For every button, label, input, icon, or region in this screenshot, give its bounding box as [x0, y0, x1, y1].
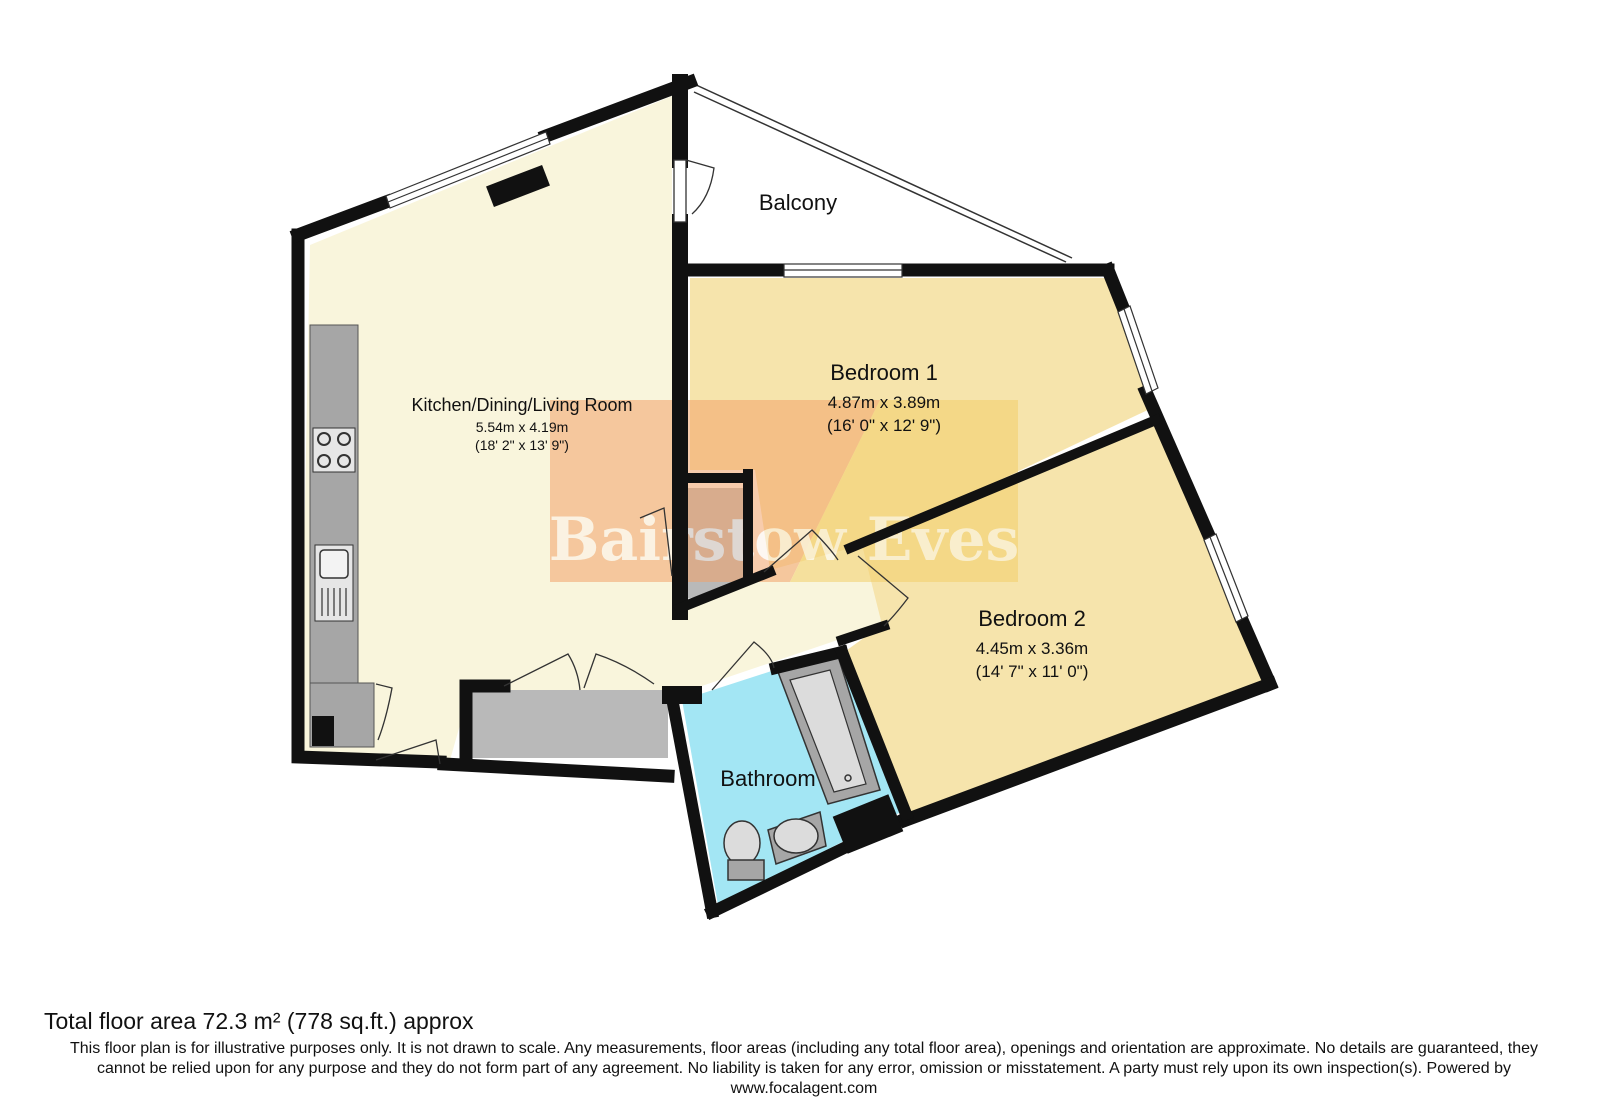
walls	[289, 73, 1279, 921]
bedroom1-imperial: (16' 0" x 12' 9")	[827, 416, 941, 435]
bedroom2-metric: 4.45m x 3.36m	[976, 639, 1088, 658]
bathroom-name: Bathroom	[720, 766, 815, 791]
doors	[375, 159, 909, 765]
sink-icon	[314, 544, 354, 622]
toilet-icon	[723, 820, 765, 881]
hob-icon	[312, 427, 356, 473]
kitchen-worktop	[309, 324, 359, 684]
kitchen-room-metric: 5.54m x 4.19m	[476, 419, 569, 435]
bedroom2-name: Bedroom 2	[978, 606, 1086, 631]
disclaimer-text: This floor plan is for illustrative purp…	[69, 1040, 1539, 1097]
basin-icon	[767, 811, 827, 865]
balcony-railing	[693, 83, 1073, 263]
kitchen-lower-unit	[309, 682, 375, 748]
kitchen-room-name: Kitchen/Dining/Living Room	[411, 395, 632, 415]
bedroom1-name: Bedroom 1	[830, 360, 938, 385]
floor-plan: Bairstow Eves	[289, 73, 1279, 921]
kitchen-room-imperial: (18' 2" x 13' 9")	[475, 437, 569, 453]
balcony-name: Balcony	[759, 190, 837, 215]
total-floor-area: Total floor area 72.3 m² (778 sq.ft.) ap…	[44, 1008, 474, 1034]
watermark-logo: Bairstow Eves	[549, 400, 1020, 582]
hall-cupboard	[470, 690, 668, 758]
bedroom1-metric: 4.87m x 3.89m	[828, 393, 940, 412]
footer: Total floor area 72.3 m² (778 sq.ft.) ap…	[44, 1008, 1564, 1099]
fridge-icon	[312, 716, 334, 746]
bedroom2-imperial: (14' 7" x 11' 0")	[976, 662, 1089, 681]
watermark-text: Bairstow Eves	[549, 505, 1020, 575]
windows	[385, 131, 1249, 623]
